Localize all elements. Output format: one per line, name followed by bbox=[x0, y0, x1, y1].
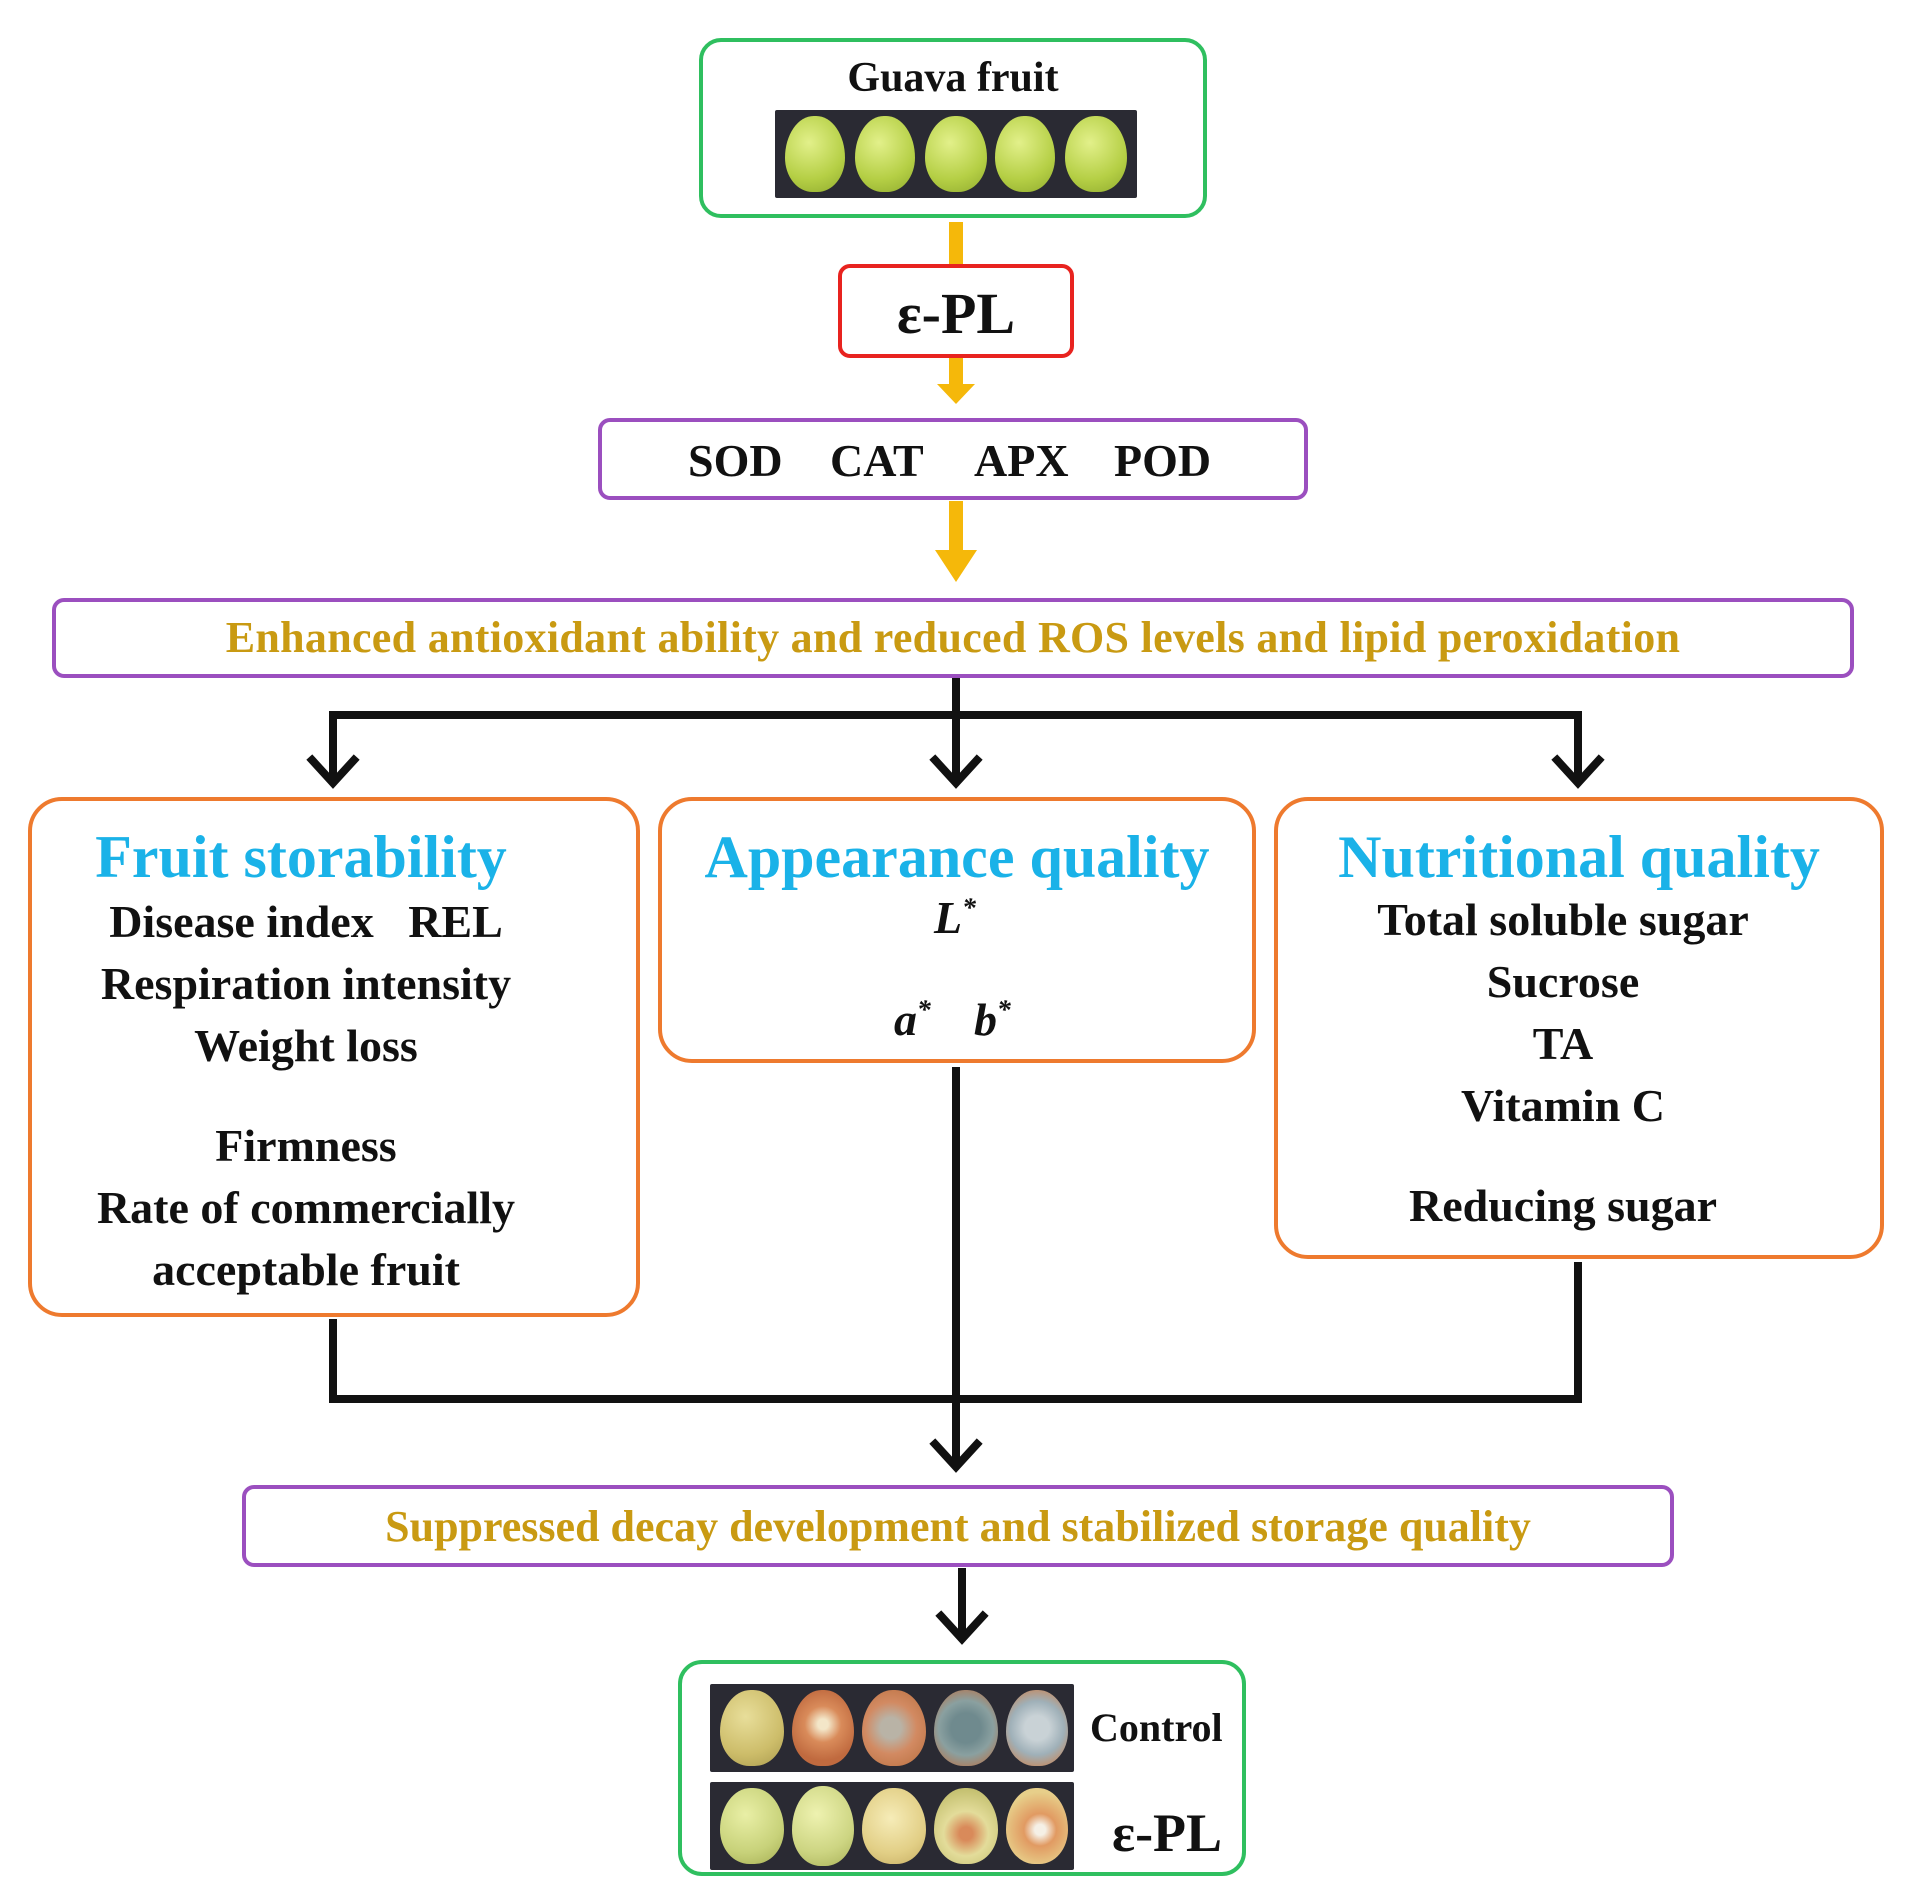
yellow-arrow-2 bbox=[937, 357, 975, 404]
fruit-storability-heading: Fruit storability bbox=[95, 824, 507, 890]
merge-connector bbox=[329, 1067, 1582, 1473]
appearance-quality-panel: Appearance quality L* a* b* bbox=[658, 797, 1256, 1063]
nutrition-up-item-4: Vitamin C bbox=[1460, 1080, 1665, 1131]
enzyme-sod: SOD bbox=[688, 435, 783, 486]
nutrition-up-item-3: TA bbox=[1532, 1018, 1594, 1069]
yellow-arrow-3 bbox=[935, 501, 977, 582]
treatment-box: ε-PL bbox=[838, 264, 1074, 358]
fruit-storability-panel: Fruit storability Disease index REL Resp… bbox=[28, 797, 640, 1317]
appearance-quality-heading: Appearance quality bbox=[704, 824, 1210, 890]
fruit-icon bbox=[720, 1788, 784, 1864]
storability-down-item-3: Weight loss bbox=[194, 1020, 418, 1071]
comparison-box: Control ε-PL bbox=[678, 1660, 1246, 1876]
fruit-icon bbox=[1006, 1690, 1068, 1766]
lightness-label: L* bbox=[934, 891, 976, 944]
guava-fruit-box: Guava fruit bbox=[699, 38, 1207, 218]
storability-up-item-1: Firmness bbox=[215, 1120, 397, 1171]
antioxidant-effect-box: Enhanced antioxidant ability and reduced… bbox=[52, 598, 1854, 678]
guava-icon bbox=[925, 116, 987, 192]
storability-down-item-2: Respiration intensity bbox=[100, 958, 512, 1009]
yellowness-superscript: * bbox=[997, 993, 1011, 1025]
guava-icon bbox=[995, 116, 1055, 192]
redness-label: a* bbox=[894, 993, 931, 1046]
enzyme-cat: CAT bbox=[830, 435, 924, 486]
fruit-icon bbox=[792, 1786, 854, 1866]
storability-up-item-2: Rate of commercially bbox=[96, 1182, 516, 1233]
nutrition-up-item-1: Total soluble sugar bbox=[1377, 894, 1749, 945]
lightness-superscript: * bbox=[962, 891, 976, 923]
branch-connector bbox=[329, 677, 1582, 783]
guava-fruit-image bbox=[775, 110, 1137, 198]
yellow-arrow-1 bbox=[949, 222, 963, 264]
guava-icon bbox=[855, 116, 915, 192]
storability-down-item-1: Disease index REL bbox=[109, 896, 503, 947]
redness-superscript: * bbox=[917, 993, 931, 1025]
nutritional-quality-heading: Nutritional quality bbox=[1338, 824, 1820, 890]
nutrition-down-item-1: Reducing sugar bbox=[1409, 1180, 1717, 1231]
treated-label: ε-PL bbox=[1112, 1803, 1223, 1863]
result-text: Suppressed decay development and stabili… bbox=[385, 1502, 1531, 1551]
branch-arrowheads bbox=[306, 754, 1605, 789]
redness-value: a bbox=[894, 994, 917, 1045]
final-arrow bbox=[935, 1568, 989, 1645]
fruit-icon bbox=[934, 1690, 998, 1766]
control-fruit-image bbox=[710, 1684, 1074, 1772]
treated-fruit-image bbox=[710, 1782, 1074, 1870]
yellowness-value: b bbox=[974, 994, 997, 1045]
fruit-icon bbox=[934, 1788, 998, 1864]
nutritional-quality-panel: Nutritional quality Total soluble sugar … bbox=[1274, 797, 1884, 1259]
antioxidant-effect-text: Enhanced antioxidant ability and reduced… bbox=[225, 613, 1681, 662]
guava-icon bbox=[1065, 116, 1127, 192]
fruit-icon bbox=[862, 1690, 926, 1766]
guava-fruit-title: Guava fruit bbox=[847, 55, 1059, 101]
enzyme-pod: POD bbox=[1114, 435, 1212, 486]
control-label: Control bbox=[1090, 1705, 1223, 1750]
nutrition-up-item-2: Sucrose bbox=[1486, 956, 1640, 1007]
fruit-icon bbox=[862, 1788, 926, 1864]
fruit-icon bbox=[792, 1690, 854, 1766]
yellowness-label: b* bbox=[974, 993, 1011, 1046]
guava-icon bbox=[785, 116, 845, 192]
lightness-value: L bbox=[934, 892, 963, 943]
enzyme-apx: APX bbox=[974, 435, 1069, 486]
storability-up-item-3: acceptable fruit bbox=[152, 1244, 460, 1295]
fruit-icon bbox=[720, 1690, 784, 1766]
fruit-icon bbox=[1006, 1788, 1068, 1864]
treatment-label: ε-PL bbox=[896, 281, 1016, 346]
enzymes-box: SOD CAT APX POD bbox=[598, 418, 1308, 500]
result-box: Suppressed decay development and stabili… bbox=[242, 1485, 1674, 1567]
